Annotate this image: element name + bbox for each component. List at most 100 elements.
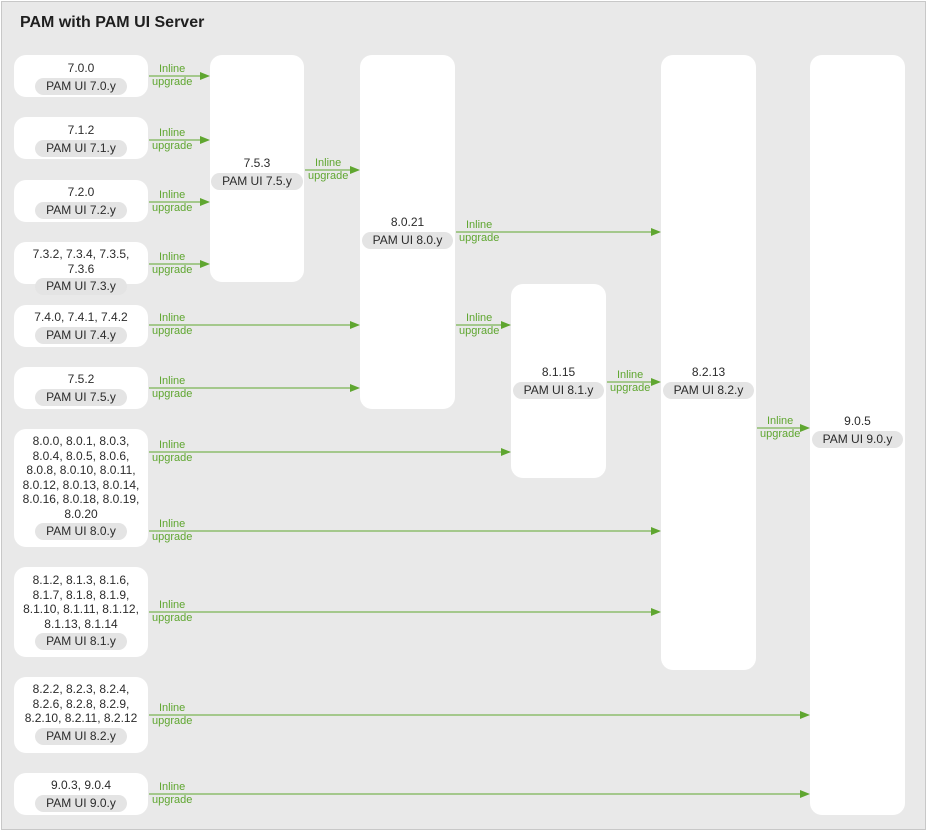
version-numbers: 8.0.12, 8.0.13, 8.0.14, — [22, 477, 140, 492]
edge-label-line: Inline — [159, 599, 186, 611]
version-numbers: 8.1.10, 8.1.11, 8.1.12, — [23, 602, 139, 616]
version-numbers: 8.0.0, 8.0.1, 8.0.3, — [32, 434, 130, 448]
version-numbers: 9.0.3, 9.0.4 — [50, 778, 112, 792]
version-box-content: 8.1.2, 8.1.3, 8.1.6,8.1.7, 8.1.8, 8.1.9,… — [14, 573, 148, 650]
edge-label-line: upgrade — [760, 427, 801, 440]
version-numbers: 8.2.2, 8.2.3, 8.2.4, — [32, 682, 130, 696]
pam-ui-version-badge: PAM UI 9.0.y — [35, 794, 127, 812]
edge-label-line: Inline — [159, 781, 186, 793]
edge-label-line: upgrade — [152, 139, 193, 152]
edge-label-line: upgrade — [308, 169, 349, 182]
pam-ui-version-badge: PAM UI 8.2.y — [662, 381, 755, 399]
edge-label-line: upgrade — [152, 201, 193, 214]
version-box-81x: 8.1.2, 8.1.3, 8.1.6,8.1.7, 8.1.8, 8.1.9,… — [14, 567, 148, 657]
edge-label-line: Inline — [315, 157, 342, 169]
version-numbers: 8.2.13 — [691, 365, 726, 379]
pam-ui-version-badge: PAM UI 8.1.y — [512, 381, 605, 399]
edge-label-line: upgrade — [152, 387, 193, 400]
edge-label-line: Inline — [159, 518, 186, 530]
edge-label-line: upgrade — [152, 793, 193, 806]
pam-ui-version-badge: PAM UI 7.4.y — [35, 326, 127, 344]
version-numbers: 8.1.15 — [541, 365, 576, 379]
pam-ui-version-badge: PAM UI 7.5.y — [35, 388, 127, 406]
version-numbers: 8.1.7, 8.1.8, 8.1.9, — [32, 587, 130, 602]
edge-label-line: Inline — [617, 369, 644, 381]
version-box-82x: 8.2.2, 8.2.3, 8.2.4,8.2.6, 8.2.8, 8.2.9,… — [14, 677, 148, 753]
edge-label-line: upgrade — [152, 263, 193, 276]
version-box-content: 8.2.2, 8.2.3, 8.2.4,8.2.6, 8.2.8, 8.2.9,… — [14, 682, 148, 745]
edge-label-line: Inline — [767, 415, 794, 427]
pam-ui-version-badge: PAM UI 8.0.y — [361, 231, 454, 249]
version-numbers: 8.0.8, 8.0.10, 8.0.11, — [26, 463, 136, 477]
pam-ui-version-badge: PAM UI 8.2.y — [35, 727, 127, 745]
version-numbers: 7.2.0 — [67, 185, 95, 199]
version-numbers: 8.0.4, 8.0.5, 8.0.6, — [32, 448, 130, 463]
edge-label-line: Inline — [159, 127, 186, 139]
version-numbers: 7.0.0 — [67, 61, 95, 75]
pam-ui-version-badge: PAM UI 9.0.y — [811, 430, 904, 448]
version-numbers: 8.2.6, 8.2.8, 8.2.9, — [32, 696, 130, 711]
version-numbers: 7.5.2 — [67, 372, 95, 386]
version-numbers: 7.3.2, 7.3.4, 7.3.5, 7.3.6 — [32, 247, 130, 276]
edge-label-line: upgrade — [459, 324, 500, 337]
version-numbers: 8.2.10, 8.2.11, 8.2.12 — [24, 711, 138, 725]
version-numbers: 8.0.20 — [64, 506, 98, 521]
pam-ui-version-badge: PAM UI 8.0.y — [35, 523, 127, 540]
pam-ui-version-badge: PAM UI 7.2.y — [35, 201, 127, 219]
edge-label-line: Inline — [159, 702, 186, 714]
version-numbers: 7.5.3 — [243, 156, 271, 170]
edge-label-line: upgrade — [610, 381, 651, 394]
edge-label-line: Inline — [159, 312, 186, 324]
version-numbers: 8.0.21 — [390, 215, 425, 229]
edge-label-line: Inline — [159, 189, 186, 201]
edge-label-line: upgrade — [152, 530, 193, 543]
version-numbers: 7.1.2 — [67, 123, 95, 137]
version-box-content: 8.0.0, 8.0.1, 8.0.3,8.0.4, 8.0.5, 8.0.6,… — [14, 434, 148, 540]
edge-label-line: upgrade — [459, 231, 500, 244]
version-numbers: 8.1.13, 8.1.14 — [44, 616, 118, 631]
version-numbers: 9.0.5 — [844, 414, 871, 428]
pam-ui-version-badge: PAM UI 7.1.y — [35, 139, 127, 157]
edge-label-line: Inline — [466, 312, 493, 324]
version-numbers: 8.0.16, 8.0.18, 8.0.19, — [22, 492, 140, 506]
edge-label-line: upgrade — [152, 324, 193, 337]
version-numbers: 7.4.0, 7.4.1, 7.4.2 — [34, 310, 128, 324]
pam-ui-version-badge: PAM UI 7.3.y — [35, 278, 127, 295]
edge-label-line: Inline — [159, 63, 186, 75]
edge-label-line: upgrade — [152, 75, 193, 88]
diagram-title: PAM with PAM UI Server — [20, 14, 205, 31]
